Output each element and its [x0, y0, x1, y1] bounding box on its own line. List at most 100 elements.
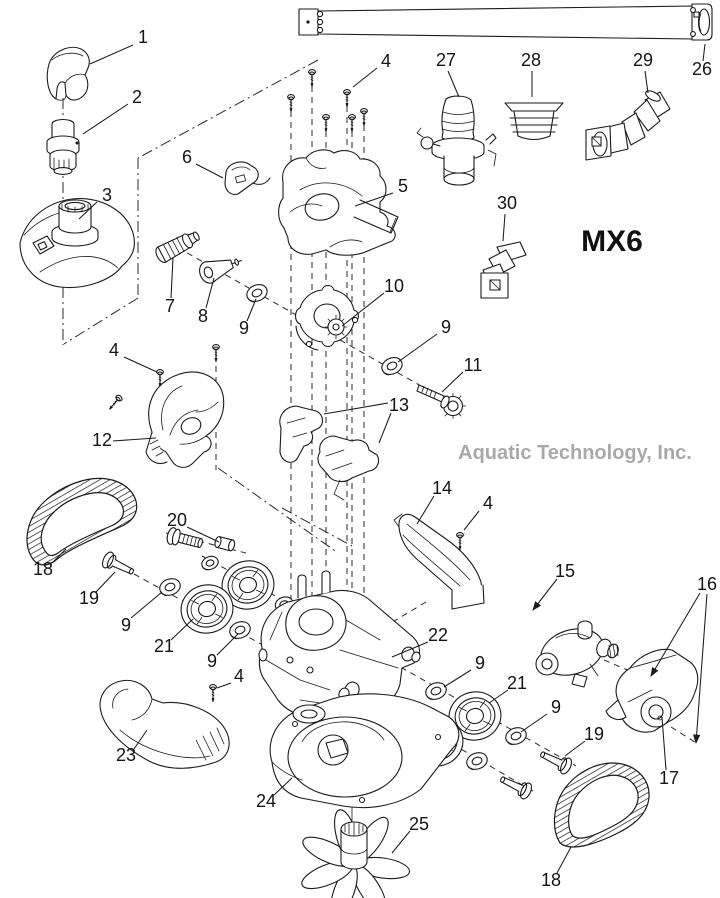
leader-line-14 [417, 496, 434, 524]
leader-line-17 [662, 717, 666, 770]
part-6-clip [225, 162, 270, 194]
part-24-bottom-plate [270, 694, 459, 808]
part-7-spindle [153, 228, 202, 265]
callout-19: 19 [584, 724, 604, 744]
vendor-watermark: Aquatic Technology, Inc. [458, 442, 692, 464]
leader-line-15 [532, 579, 557, 611]
part-18-track-left [27, 478, 137, 565]
leader-line-9 [247, 299, 256, 321]
callout-6: 6 [182, 147, 192, 167]
callout-4: 4 [109, 340, 119, 360]
leader-line-19 [96, 572, 115, 592]
leader-line-21 [171, 619, 193, 640]
part-28-cuff [505, 103, 563, 140]
callout-5: 5 [398, 176, 408, 196]
leader-line-2 [83, 104, 128, 134]
leader-line-13 [324, 403, 388, 414]
callout-9: 9 [441, 317, 451, 337]
callout-18: 18 [33, 559, 53, 579]
leader-line-9 [398, 334, 437, 362]
leader-line-18 [52, 549, 66, 563]
leader-line-4 [464, 511, 479, 530]
part-3-top-housing [20, 199, 134, 288]
leader-line-16 [692, 594, 707, 745]
part-13-covers [280, 406, 379, 500]
callout-22: 22 [428, 625, 448, 645]
callout-10: 10 [384, 276, 404, 296]
callout-27: 27 [436, 50, 456, 70]
leader-line-6 [196, 164, 223, 178]
leader-line-25 [392, 831, 410, 853]
callout-20: 20 [167, 510, 187, 530]
leader-line-19 [565, 741, 585, 756]
part-15-gearbox [535, 621, 620, 687]
callout-26: 26 [692, 59, 712, 79]
callout-19: 19 [79, 588, 99, 608]
callout-23: 23 [116, 745, 136, 765]
callout-14: 14 [432, 478, 452, 498]
leader-line-20 [187, 527, 219, 542]
leader-line-13 [379, 413, 391, 443]
leader-line-9 [217, 634, 238, 655]
leader-line-29 [645, 71, 648, 93]
callout-25: 25 [409, 814, 429, 834]
leader-line-12 [113, 438, 156, 441]
part-10-clutch-assembly [296, 286, 359, 351]
callout-9: 9 [207, 651, 217, 671]
leader-line-23 [134, 730, 147, 749]
callout-4: 4 [381, 51, 391, 71]
callout-30: 30 [497, 193, 517, 213]
part-17-pod-panel [606, 649, 698, 732]
callout-16: 16 [697, 574, 717, 594]
leader-line-30 [503, 214, 505, 241]
callout-21: 21 [154, 636, 174, 656]
leader-line-9 [521, 714, 547, 732]
callout-24: 24 [256, 791, 276, 811]
model-title: MX6 [581, 225, 643, 258]
callout-15: 15 [555, 561, 575, 581]
leader-line-10 [342, 293, 384, 326]
leader-line-11 [442, 372, 463, 392]
part-1-float [47, 47, 89, 100]
part-22-chassis [259, 571, 421, 718]
callout-18: 18 [541, 870, 561, 890]
callout-9: 9 [551, 697, 561, 717]
callout-12: 12 [92, 430, 112, 450]
part-8-cone-roller [197, 250, 245, 286]
leader-line-5 [355, 193, 393, 206]
callout-28: 28 [521, 50, 541, 70]
part-29-elbow [586, 89, 670, 160]
leader-line-22 [392, 642, 428, 657]
leader-line-4 [217, 683, 231, 688]
callout-9: 9 [239, 318, 249, 338]
leader-line-16 [650, 593, 700, 677]
part-5-upper-housing [279, 150, 398, 255]
callout-11: 11 [464, 355, 483, 375]
callout-9: 9 [121, 615, 131, 635]
callout-13: 13 [389, 395, 409, 415]
part-14-side-panel [394, 514, 484, 609]
part-18-track-right [554, 763, 649, 847]
part-11-shaft-pinion [417, 385, 466, 419]
callout-21: 21 [507, 673, 527, 693]
part-2-connector [47, 120, 79, 175]
part-23-bumper [100, 680, 229, 768]
callout-4: 4 [234, 666, 244, 686]
callout-8: 8 [198, 306, 208, 326]
callout-1: 1 [138, 27, 148, 47]
callout-29: 29 [633, 50, 653, 70]
callout-7: 7 [165, 296, 175, 316]
leader-line-4 [353, 68, 377, 87]
leader-line-3 [79, 202, 97, 219]
callout-9: 9 [475, 653, 485, 673]
callout-4: 4 [483, 493, 493, 513]
leader-line-9 [131, 592, 162, 618]
part-25-impeller [298, 807, 411, 898]
leader-line-7 [171, 258, 173, 298]
callout-3: 3 [102, 185, 112, 205]
callout-2: 2 [132, 87, 142, 107]
leader-line-27 [448, 71, 459, 97]
leader-line-21 [489, 690, 508, 703]
